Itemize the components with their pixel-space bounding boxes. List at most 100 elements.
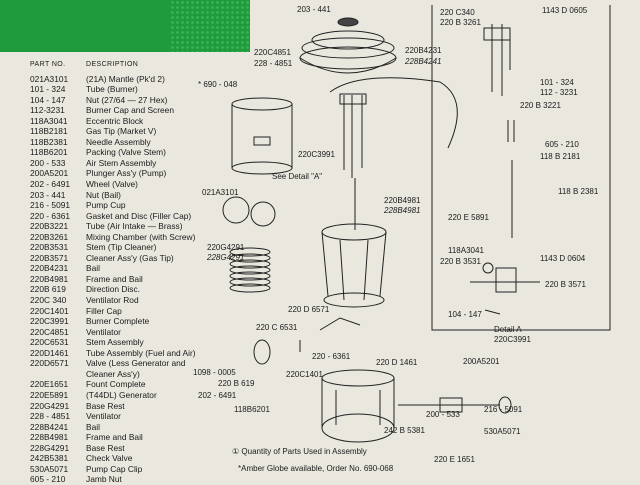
part-number: 530A5071 <box>30 463 69 474</box>
label-220b4981: 220B4981 <box>384 196 421 205</box>
ventilator-drawing <box>299 17 397 74</box>
part-number: 220G4291 <box>30 400 70 411</box>
part-number: 202 - 6491 <box>30 179 71 190</box>
part-description: Jamb Nut <box>86 474 122 485</box>
part-description: Plunger Ass'y (Pump) <box>86 168 167 179</box>
label-220-6361: 220 - 6361 <box>312 352 351 361</box>
part-description: Valve (Less Generator and <box>86 358 186 369</box>
label-220b4231: 220B4231 <box>405 46 442 55</box>
table-row: 104 - 147 Nut (27/64 — 27 Hex) <box>30 95 245 106</box>
label-220b3261: 220 B 3261 <box>440 18 481 27</box>
part-description: Pump Cap Clip <box>86 463 143 474</box>
label-228-4851: 228 - 4851 <box>254 59 293 68</box>
part-description: (21A) Mantle (Pk'd 2) <box>86 73 165 84</box>
col-description: DESCRIPTION <box>86 61 139 68</box>
table-row: 202 - 6491 Wheel (Valve) <box>30 179 245 190</box>
quantity-note-text: Quantity of Parts Used in Assembly <box>241 447 367 456</box>
part-number: 220E1651 <box>30 379 69 390</box>
part-number: 101 - 324 <box>30 84 66 95</box>
part-number: 220D1461 <box>30 347 69 358</box>
part-number: 200 - 533 <box>30 157 66 168</box>
part-number: 112-3231 <box>30 105 65 116</box>
green-header-band <box>0 0 250 52</box>
part-description: Wheel (Valve) <box>86 179 138 190</box>
part-number: 220C6531 <box>30 337 69 348</box>
label-200a5201: 200A5201 <box>463 357 500 366</box>
part-number: 220D6571 <box>30 358 69 369</box>
part-description: Mixing Chamber (with Screw) <box>86 231 196 242</box>
label-228g4291: 228G4291 <box>207 253 245 262</box>
table-row: 216 - 5091 Pump Cup <box>30 200 245 211</box>
table-row: 220B3221 Tube (Air Intake — Brass) <box>30 221 245 232</box>
part-description: Gas Tip (Market V) <box>86 126 157 137</box>
part-description: Nut (Bail) <box>86 189 121 200</box>
label-see-detail-a: See Detail "A" <box>272 172 323 181</box>
part-description: Bail <box>86 263 100 274</box>
part-description: Gasket and Disc (Filler Cap) <box>86 210 192 221</box>
part-number: 220B3571 <box>30 252 69 263</box>
part-number: 216 - 5091 <box>30 200 71 211</box>
fount-drawing <box>253 317 512 443</box>
part-number: 118A3041 <box>30 115 68 126</box>
quantity-symbol: ① <box>232 447 240 456</box>
mantle-drawing <box>222 196 276 227</box>
label-220e5891: 220 E 5891 <box>448 213 489 222</box>
col-part-no: PART NO. <box>30 61 66 68</box>
label-101-324: 101 - 324 <box>540 78 574 87</box>
label-detail-a-part: 220C3991 <box>494 335 531 344</box>
label-605-210: 605 - 210 <box>545 140 579 149</box>
part-description: Base Rest <box>86 400 125 411</box>
part-number: 220C1401 <box>30 305 69 316</box>
part-number: 118B2381 <box>30 136 68 147</box>
label-118b2381: 118 B 2381 <box>558 187 599 196</box>
label-220b3221: 220 B 3221 <box>520 101 561 110</box>
part-number: 220B4981 <box>30 273 69 284</box>
label-220c340: 220 C340 <box>440 8 475 17</box>
label-118b6201: 118B6201 <box>234 405 270 414</box>
label-112-3231: 112 - 3231 <box>540 88 578 97</box>
part-number: 220B3221 <box>30 221 69 232</box>
part-number: 228G4291 <box>30 442 70 453</box>
table-row: 112-3231 Burner Cap and Screen <box>30 105 245 116</box>
part-number: 228 - 4851 <box>30 411 71 422</box>
label-242b5381: 242 B 5381 <box>384 426 425 435</box>
part-description: Nut (27/64 — 27 Hex) <box>86 94 168 105</box>
label-1098-0005: 1098 - 0005 <box>193 368 236 377</box>
part-description: Burner Cap and Screen <box>86 105 174 116</box>
base-rest-drawing <box>229 247 271 293</box>
table-row: 220D1461 Tube Assembly (Fuel and Air) <box>30 348 245 359</box>
part-number: 220C4851 <box>30 326 69 337</box>
part-description: Pump Cup <box>86 200 126 211</box>
part-description: (T44DL) Generator <box>86 389 157 400</box>
part-number: 200A5201 <box>30 168 69 179</box>
part-description: Ventilator <box>86 326 121 337</box>
label-690-048: * 690 - 048 <box>198 80 238 89</box>
detail-a-box <box>431 5 611 331</box>
part-description: Tube Assembly (Fuel and Air) <box>86 347 196 358</box>
part-number: 220C3991 <box>30 316 69 327</box>
part-description: Direction Disc. <box>86 284 140 295</box>
part-number: 104 - 147 <box>30 94 66 105</box>
label-220e1651: 220 E 1651 <box>434 455 475 464</box>
part-description: Tube (Air Intake — Brass) <box>86 221 183 232</box>
label-202-6491: 202 - 6491 <box>198 391 237 400</box>
label-220d1461: 220 D 1461 <box>376 358 418 367</box>
